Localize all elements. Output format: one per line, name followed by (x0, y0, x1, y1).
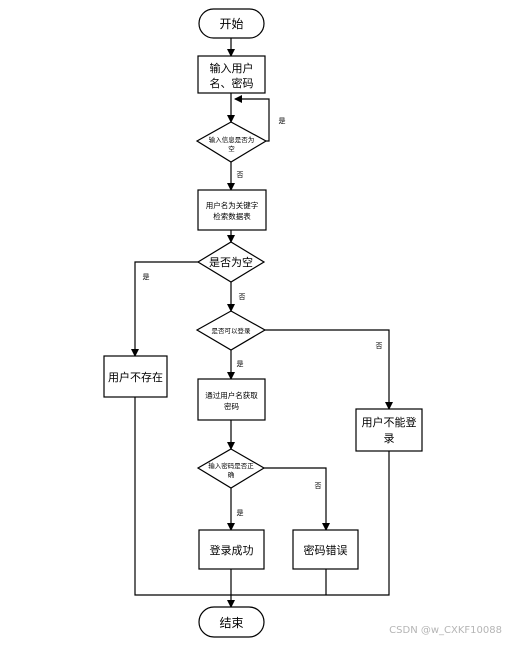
pwd-check-label-1: 输入密码是否正 (208, 461, 254, 470)
search-label-1: 用户名为关键字 (206, 200, 259, 210)
watermark: CSDN @w_CXKF10088 (389, 625, 502, 636)
edge-label-no-right: 否 (376, 342, 383, 350)
end-label: 结束 (219, 616, 243, 630)
get-pwd-label-1: 通过用户名获取 (205, 390, 258, 400)
pwd-error-box (292, 529, 359, 570)
cannot-login-label-1: 用户不能登 (362, 415, 417, 429)
check-empty-label-1: 输入信息是否为 (209, 135, 255, 144)
input-label-1: 输入用户 (210, 61, 254, 75)
edge-label-yes-pwd: 是 (237, 509, 244, 517)
is-empty-label: 是否为空 (209, 255, 253, 269)
login-success-box (198, 529, 265, 570)
user-not-exist-box (103, 355, 168, 398)
user-not-exist-label: 用户不存在 (108, 370, 163, 384)
input-label-2: 名、密码 (210, 76, 254, 90)
search-process (197, 189, 267, 231)
edge-label-yes-left: 是 (143, 273, 150, 281)
edge-isempty-notexist (131, 261, 198, 357)
can-login-label: 是否可以登录 (212, 326, 252, 335)
edge-pwdcheck-error (264, 467, 330, 531)
edge-label-no-1: 否 (237, 171, 244, 179)
pwd-error-label: 密码错误 (304, 543, 348, 557)
end-terminal (198, 606, 265, 638)
edge-label-yes-2: 是 (237, 360, 244, 368)
check-empty-decision (195, 121, 268, 163)
edge-label-no-pwd: 否 (315, 482, 322, 490)
get-pwd-label-2: 密码 (224, 401, 239, 411)
get-pwd-process (197, 378, 266, 421)
pwd-check-decision (196, 448, 266, 489)
start-label: 开始 (219, 17, 243, 31)
input-process (197, 55, 266, 94)
pwd-check-label-2: 确 (228, 470, 235, 479)
start-terminal (198, 8, 265, 39)
edge-canlogin-cannot (265, 329, 393, 410)
search-label-2: 检索数据表 (213, 211, 251, 221)
cannot-login-label-2: 录 (384, 432, 395, 445)
edge-label-no-2: 否 (239, 293, 246, 301)
edge-check-loop-yes (234, 95, 270, 142)
can-login-decision (195, 310, 267, 351)
edge-notexist-merge (134, 397, 390, 596)
cannot-login-box (355, 408, 423, 452)
is-empty-decision (196, 241, 266, 283)
login-success-label: 登录成功 (210, 543, 254, 557)
check-empty-label-2: 空 (228, 144, 235, 153)
edge-label-yes-loop: 是 (279, 117, 286, 125)
